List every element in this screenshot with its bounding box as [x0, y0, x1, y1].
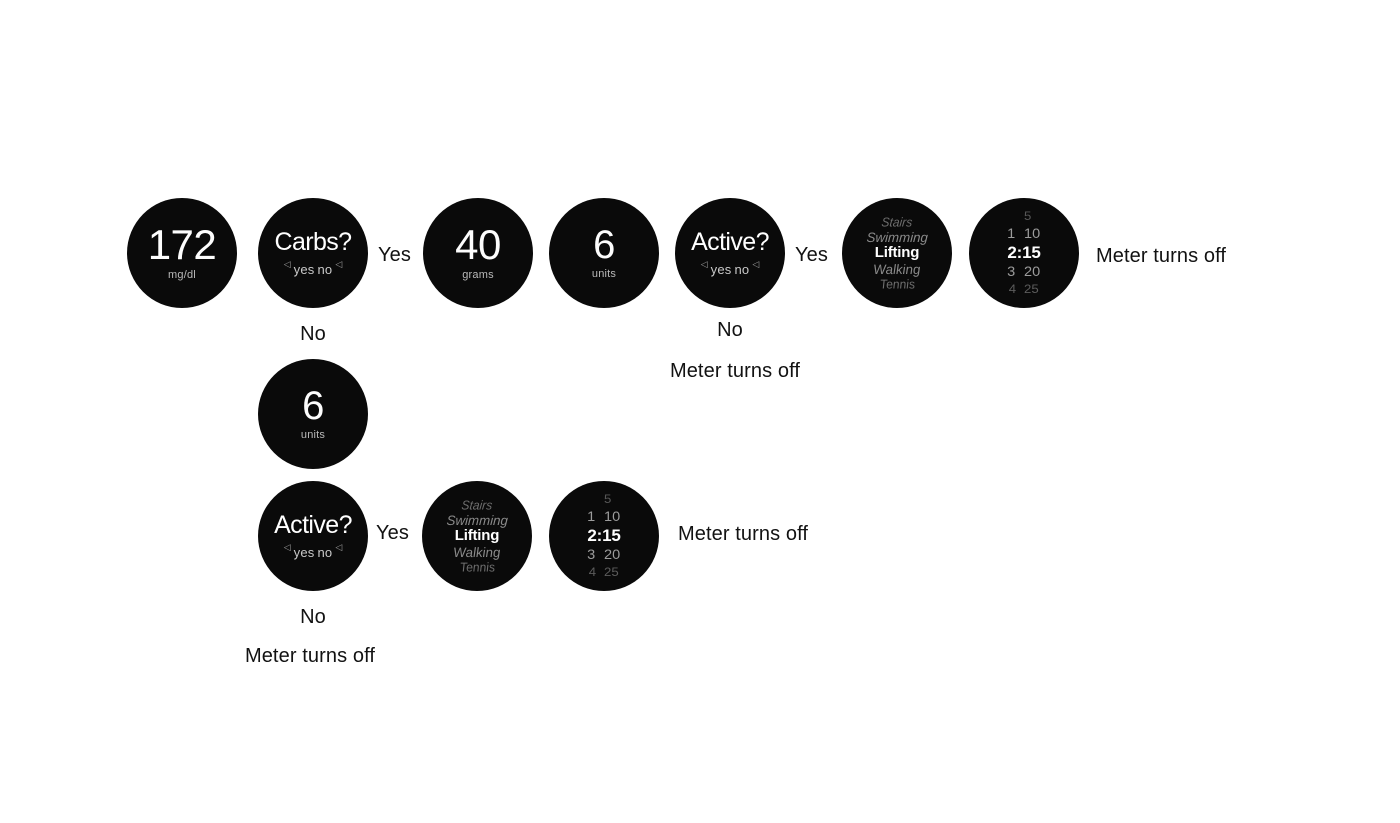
activity-item[interactable]: Tennis: [878, 276, 916, 292]
screen-duration-picker-bottom[interactable]: 5 1 10 2:15 3 20 4 25: [549, 481, 659, 591]
carbs-answer-row: ◁ yes no ◁: [283, 259, 343, 277]
label-active-top-no: No: [717, 319, 743, 341]
activity-list[interactable]: Stairs Swimming Lifting Walking Tennis: [842, 198, 952, 308]
duration-selected-value: 2:15: [587, 526, 621, 546]
screen-dose-no-carbs[interactable]: 6 units: [258, 359, 368, 469]
activity-item[interactable]: Swimming: [445, 512, 509, 528]
label-end-bottom: Meter turns off: [678, 523, 809, 545]
label-active-top-yes: Yes: [795, 244, 828, 266]
duration-minutes: 5: [1024, 209, 1032, 223]
duration-selected-value: 2:15: [1007, 243, 1041, 263]
duration-row-selected[interactable]: 2:15: [587, 527, 620, 545]
label-end-top: Meter turns off: [1096, 245, 1227, 267]
screen-activity-picker-bottom[interactable]: Stairs Swimming Lifting Walking Tennis: [422, 481, 532, 591]
active-answer-row: ◁ yes no ◁: [700, 259, 760, 277]
duration-row[interactable]: 5: [586, 493, 621, 506]
duration-minutes: 10: [1024, 225, 1041, 242]
duration-row[interactable]: 4 25: [1006, 283, 1041, 296]
label-active-bottom-yes: Yes: [376, 522, 409, 544]
duration-row[interactable]: 1 10: [585, 508, 624, 525]
activity-item[interactable]: Walking: [453, 543, 501, 560]
arrow-right-icon: ◁: [752, 259, 760, 269]
active-answer-row: ◁ yes no ◁: [283, 542, 343, 560]
arrow-left-icon: ◁: [700, 259, 708, 269]
duration-minutes: 20: [604, 546, 621, 563]
duration-hours: 3: [1007, 263, 1016, 280]
active-answer-no[interactable]: no: [317, 545, 333, 560]
activity-item-selected[interactable]: Lifting: [454, 527, 500, 545]
carbs-answer-no[interactable]: no: [317, 262, 333, 277]
arrow-left-icon: ◁: [283, 259, 291, 269]
duration-hours: 1: [1007, 225, 1016, 242]
screen-duration-picker-top[interactable]: 5 1 10 2:15 3 20 4 25: [969, 198, 1079, 308]
dose-unit: units: [300, 429, 326, 441]
activity-item[interactable]: Walking: [873, 260, 921, 277]
label-carbs-no: No: [300, 323, 326, 345]
duration-row[interactable]: 3 20: [1005, 264, 1044, 279]
active-answer-yes[interactable]: yes: [710, 262, 732, 277]
carbs-answer-yes[interactable]: yes: [293, 262, 315, 277]
duration-minutes: 20: [1024, 263, 1041, 280]
duration-hours: 3: [587, 546, 596, 563]
duration-hours: 1: [587, 508, 596, 525]
screen-carbs-prompt[interactable]: Carbs? ◁ yes no ◁: [258, 198, 368, 308]
duration-hours: 4: [588, 565, 597, 580]
active-question: Active?: [274, 511, 352, 539]
arrow-right-icon: ◁: [335, 259, 343, 269]
carbs-unit: grams: [462, 268, 494, 281]
screen-active-prompt-bottom[interactable]: Active? ◁ yes no ◁: [258, 481, 368, 591]
activity-item[interactable]: Swimming: [865, 229, 929, 245]
duration-row[interactable]: 1 10: [1005, 225, 1044, 242]
duration-minutes: 5: [604, 492, 612, 506]
duration-row[interactable]: 3 20: [585, 547, 624, 562]
activity-item[interactable]: Tennis: [458, 559, 496, 575]
duration-row-selected[interactable]: 2:15: [1007, 244, 1040, 262]
screen-glucose-reading[interactable]: 172 mg/dl: [127, 198, 237, 308]
duration-list[interactable]: 5 1 10 2:15 3 20 4 25: [549, 481, 659, 591]
active-answer-yes[interactable]: yes: [293, 545, 315, 560]
screen-active-prompt-top[interactable]: Active? ◁ yes no ◁: [675, 198, 785, 308]
label-carbs-yes: Yes: [378, 244, 411, 266]
duration-minutes: 25: [604, 565, 619, 580]
duration-hours: 4: [1008, 282, 1017, 297]
activity-item[interactable]: Stairs: [460, 497, 494, 513]
dose-value: 6: [302, 384, 324, 428]
screen-dose-after-carbs[interactable]: 6 units: [549, 198, 659, 308]
arrow-right-icon: ◁: [335, 542, 343, 552]
carbs-value: 40: [455, 221, 501, 269]
duration-minutes: 10: [604, 508, 621, 525]
label-active-bottom-no-result: Meter turns off: [244, 645, 376, 667]
screen-carbs-amount[interactable]: 40 grams: [423, 198, 533, 308]
activity-list[interactable]: Stairs Swimming Lifting Walking Tennis: [422, 481, 532, 591]
glucose-value: 172: [147, 221, 217, 269]
duration-list[interactable]: 5 1 10 2:15 3 20 4 25: [969, 198, 1079, 308]
active-question: Active?: [691, 228, 769, 256]
activity-item[interactable]: Stairs: [880, 214, 914, 230]
duration-minutes: 25: [1024, 282, 1039, 297]
screen-activity-picker-top[interactable]: Stairs Swimming Lifting Walking Tennis: [842, 198, 952, 308]
label-active-bottom-no: No: [300, 606, 326, 628]
dose-unit: units: [591, 268, 617, 280]
carbs-question: Carbs?: [274, 228, 353, 256]
duration-row[interactable]: 4 25: [586, 566, 621, 579]
active-answer-no[interactable]: no: [734, 262, 750, 277]
glucose-unit: mg/dl: [168, 268, 196, 281]
dose-value: 6: [593, 223, 615, 267]
activity-item-selected[interactable]: Lifting: [874, 244, 920, 262]
arrow-left-icon: ◁: [283, 542, 291, 552]
label-active-top-no-result: Meter turns off: [669, 360, 801, 382]
duration-row[interactable]: 5: [1006, 210, 1041, 223]
